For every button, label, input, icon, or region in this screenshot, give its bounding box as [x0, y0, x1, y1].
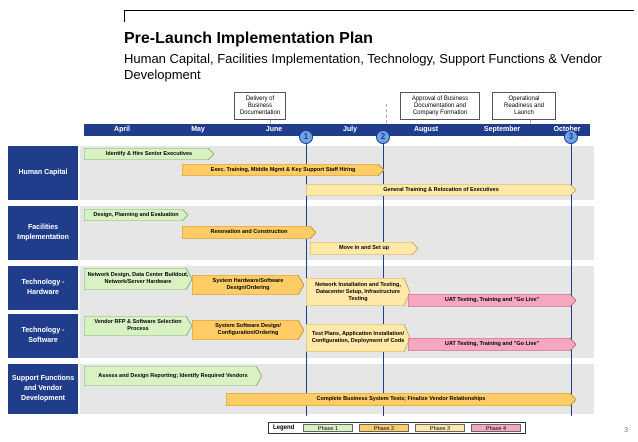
- page-title: Pre-Launch Implementation Plan: [124, 30, 373, 47]
- row-label-tech-software: Technology - Software: [8, 314, 78, 358]
- milestone-marker: 1: [299, 130, 313, 144]
- callout-connector: [386, 104, 387, 134]
- month-label: May: [191, 126, 205, 133]
- milestone-line: [571, 136, 572, 416]
- task-label: General Training & Relocation of Executi…: [383, 186, 499, 193]
- legend: Legend Phase 1 Phase 2 Phase 3 Phase 4: [268, 422, 526, 434]
- task-label: Vendor RFP & Software Selection Process: [94, 319, 182, 332]
- task-bar: Vendor RFP & Software Selection Process: [84, 316, 192, 336]
- task-label: Exec. Training, Middle Mgmt & Key Suppor…: [210, 166, 356, 173]
- task-bar: Network Installation and Testing, Datace…: [306, 278, 410, 306]
- task-bar: UAT Testing, Training and "Go Live": [408, 294, 576, 307]
- task-label: Network Installation and Testing, Datace…: [315, 281, 401, 302]
- callout-approval: Approval of Business Documentation and C…: [400, 92, 480, 120]
- task-label: Test Plans, Application Installation/ Co…: [311, 331, 405, 344]
- task-label: Move in and Set up: [338, 245, 390, 251]
- task-bar: Design, Planning and Evaluation: [84, 209, 188, 221]
- page-number: 3: [624, 427, 628, 434]
- month-label: July: [342, 126, 357, 133]
- month-label: April: [114, 126, 130, 133]
- task-label: Assess and Design Reporting; Identify Re…: [98, 372, 248, 379]
- task-label: Network Design, Data Center Buildout, Ne…: [87, 272, 189, 285]
- legend-phase-3: Phase 3: [415, 424, 465, 432]
- task-bar: Test Plans, Application Installation/ Co…: [306, 324, 410, 352]
- task-bar: Complete Business System Tests; Finalize…: [226, 393, 576, 406]
- task-label: Identify & Hire Senior Executives: [105, 150, 193, 157]
- task-bar: Assess and Design Reporting; Identify Re…: [84, 366, 262, 386]
- milestone-line: [306, 136, 307, 416]
- task-bar: Network Design, Data Center Buildout, Ne…: [84, 268, 192, 290]
- legend-phase-4: Phase 4: [471, 424, 521, 432]
- task-bar: Exec. Training, Middle Mgmt & Key Suppor…: [182, 164, 384, 176]
- milestone-line: [383, 136, 384, 416]
- task-bar: System Hardware/Software Design/Ordering: [192, 275, 304, 295]
- task-bar: Move in and Set up: [310, 242, 418, 255]
- row-label-human-capital: Human Capital: [8, 146, 78, 200]
- month-label: August: [413, 126, 439, 133]
- task-bar: General Training & Relocation of Executi…: [306, 184, 576, 196]
- milestone-marker: 2: [376, 130, 390, 144]
- task-bar: System Software Design/ Configuration/Or…: [192, 320, 304, 340]
- task-label: System Software Design/ Configuration/Or…: [215, 323, 281, 336]
- task-label: Complete Business System Tests; Finalize…: [316, 396, 486, 402]
- task-bar: Renovation and Construction: [182, 226, 316, 239]
- header-rule-tick: [124, 10, 125, 22]
- task-label: Design, Planning and Evaluation: [93, 211, 179, 218]
- row-label-support: Support Functions and Vendor Development: [8, 364, 78, 414]
- header-rule: [124, 10, 634, 11]
- row-label-facilities: Facilities Implementation: [8, 206, 78, 260]
- task-bar: UAT Testing, Training and "Go Live": [408, 338, 576, 351]
- month-label: October: [553, 126, 581, 133]
- callout-readiness: Operational Readiness and Launch: [492, 92, 556, 120]
- month-timeline: April May June July August September Oct…: [84, 124, 590, 136]
- task-label: UAT Testing, Training and "Go Live": [444, 341, 540, 347]
- month-label: September: [483, 126, 521, 133]
- page-subtitle: Human Capital, Facilities Implementation…: [124, 51, 602, 82]
- milestone-marker: 3: [564, 130, 578, 144]
- legend-phase-1: Phase 1: [303, 424, 353, 432]
- task-label: Renovation and Construction: [210, 229, 288, 235]
- task-label: UAT Testing, Training and "Go Live": [444, 297, 540, 303]
- task-bar: Identify & Hire Senior Executives: [84, 148, 214, 160]
- legend-title: Legend: [273, 425, 295, 431]
- row-label-tech-hardware: Technology - Hardware: [8, 266, 78, 310]
- legend-phase-2: Phase 2: [359, 424, 409, 432]
- callout-delivery: Delivery of Business Documentation: [234, 92, 286, 120]
- month-label: June: [265, 126, 283, 133]
- task-label: System Hardware/Software Design/Ordering: [212, 278, 284, 291]
